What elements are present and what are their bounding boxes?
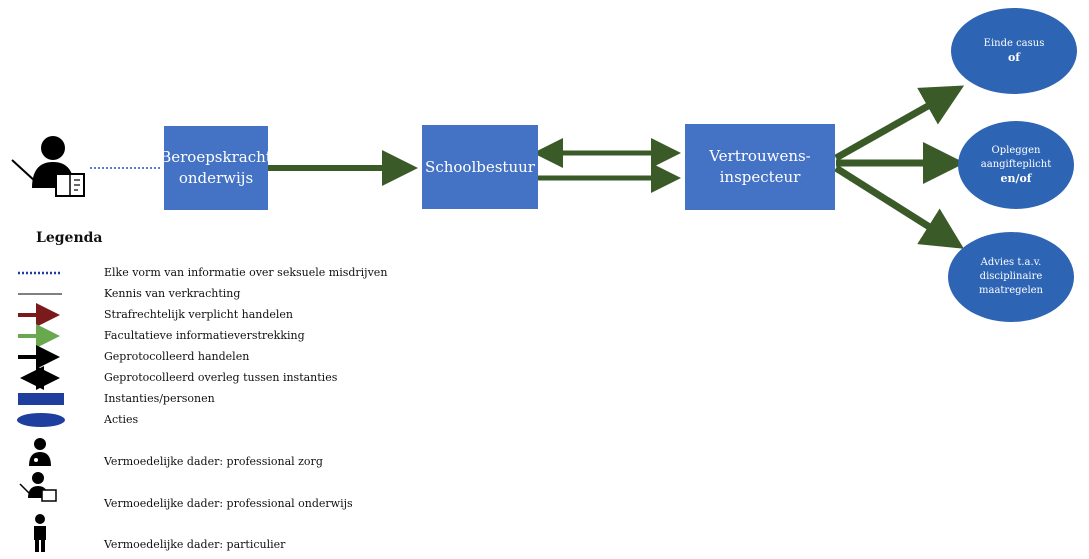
- node-beroepskracht: Beroepskracht onderwijs: [160, 126, 272, 210]
- legend-ellipse-swatch: [17, 413, 65, 427]
- action-einde-casus: Einde casus of: [951, 8, 1077, 94]
- node-schoolbestuur: Schoolbestuur: [422, 125, 538, 209]
- node-beroepskracht-line2: onderwijs: [178, 169, 254, 187]
- doctor-icon: [29, 438, 51, 466]
- arrow-to-advies: [834, 165, 964, 249]
- action-opleggen-line2: aangifteplicht: [980, 159, 1052, 170]
- legend-item: Vermoedelijke dader: professional zorg: [104, 455, 323, 468]
- action-opleggen-bold: en/of: [1000, 172, 1032, 185]
- legend-title: Legenda: [36, 230, 103, 246]
- node-vertrouwens-line2: inspecteur: [719, 168, 801, 186]
- legend-item: Acties: [104, 413, 139, 426]
- legend-item: Vermoedelijke dader: particulier: [104, 538, 286, 551]
- action-advies: Advies t.a.v. disciplinaire maatregelen: [948, 232, 1074, 322]
- person-icon: [34, 514, 46, 552]
- teacher-icon: [11, 136, 85, 197]
- legend-item: Geprotocolleerd overleg tussen instantie…: [104, 371, 338, 384]
- teacher-small-icon: [19, 472, 57, 502]
- action-opleggen-line1: Opleggen: [991, 145, 1041, 156]
- legend-item: Strafrechtelijk verplicht handelen: [104, 308, 294, 321]
- legend-item: Vermoedelijke dader: professional onderw…: [104, 497, 353, 510]
- legend-item: Instanties/personen: [104, 392, 215, 405]
- action-advies-line2: disciplinaire: [979, 271, 1043, 282]
- legend-item: Kennis van verkrachting: [104, 287, 241, 300]
- action-opleggen: Opleggen aangifteplicht en/of: [958, 121, 1074, 209]
- legend-item: Elke vorm van informatie over seksuele m…: [104, 266, 388, 279]
- legend-item: Facultatieve informatieverstrekking: [104, 329, 305, 342]
- action-einde-bold: of: [1007, 51, 1021, 64]
- arrow-to-einde: [834, 85, 965, 162]
- node-vertrouwensinspecteur: Vertrouwens- inspecteur: [685, 124, 835, 210]
- legend-rect-swatch: [18, 393, 64, 405]
- action-advies-line1: Advies t.a.v.: [980, 257, 1042, 268]
- legend-item: Geprotocolleerd handelen: [104, 350, 250, 363]
- node-vertrouwens-line1: Vertrouwens-: [709, 147, 811, 165]
- action-einde-line1: Einde casus: [983, 38, 1045, 49]
- node-beroepskracht-line1: Beroepskracht: [160, 148, 272, 166]
- action-advies-line3: maatregelen: [979, 285, 1043, 296]
- node-schoolbestuur-label: Schoolbestuur: [425, 157, 535, 176]
